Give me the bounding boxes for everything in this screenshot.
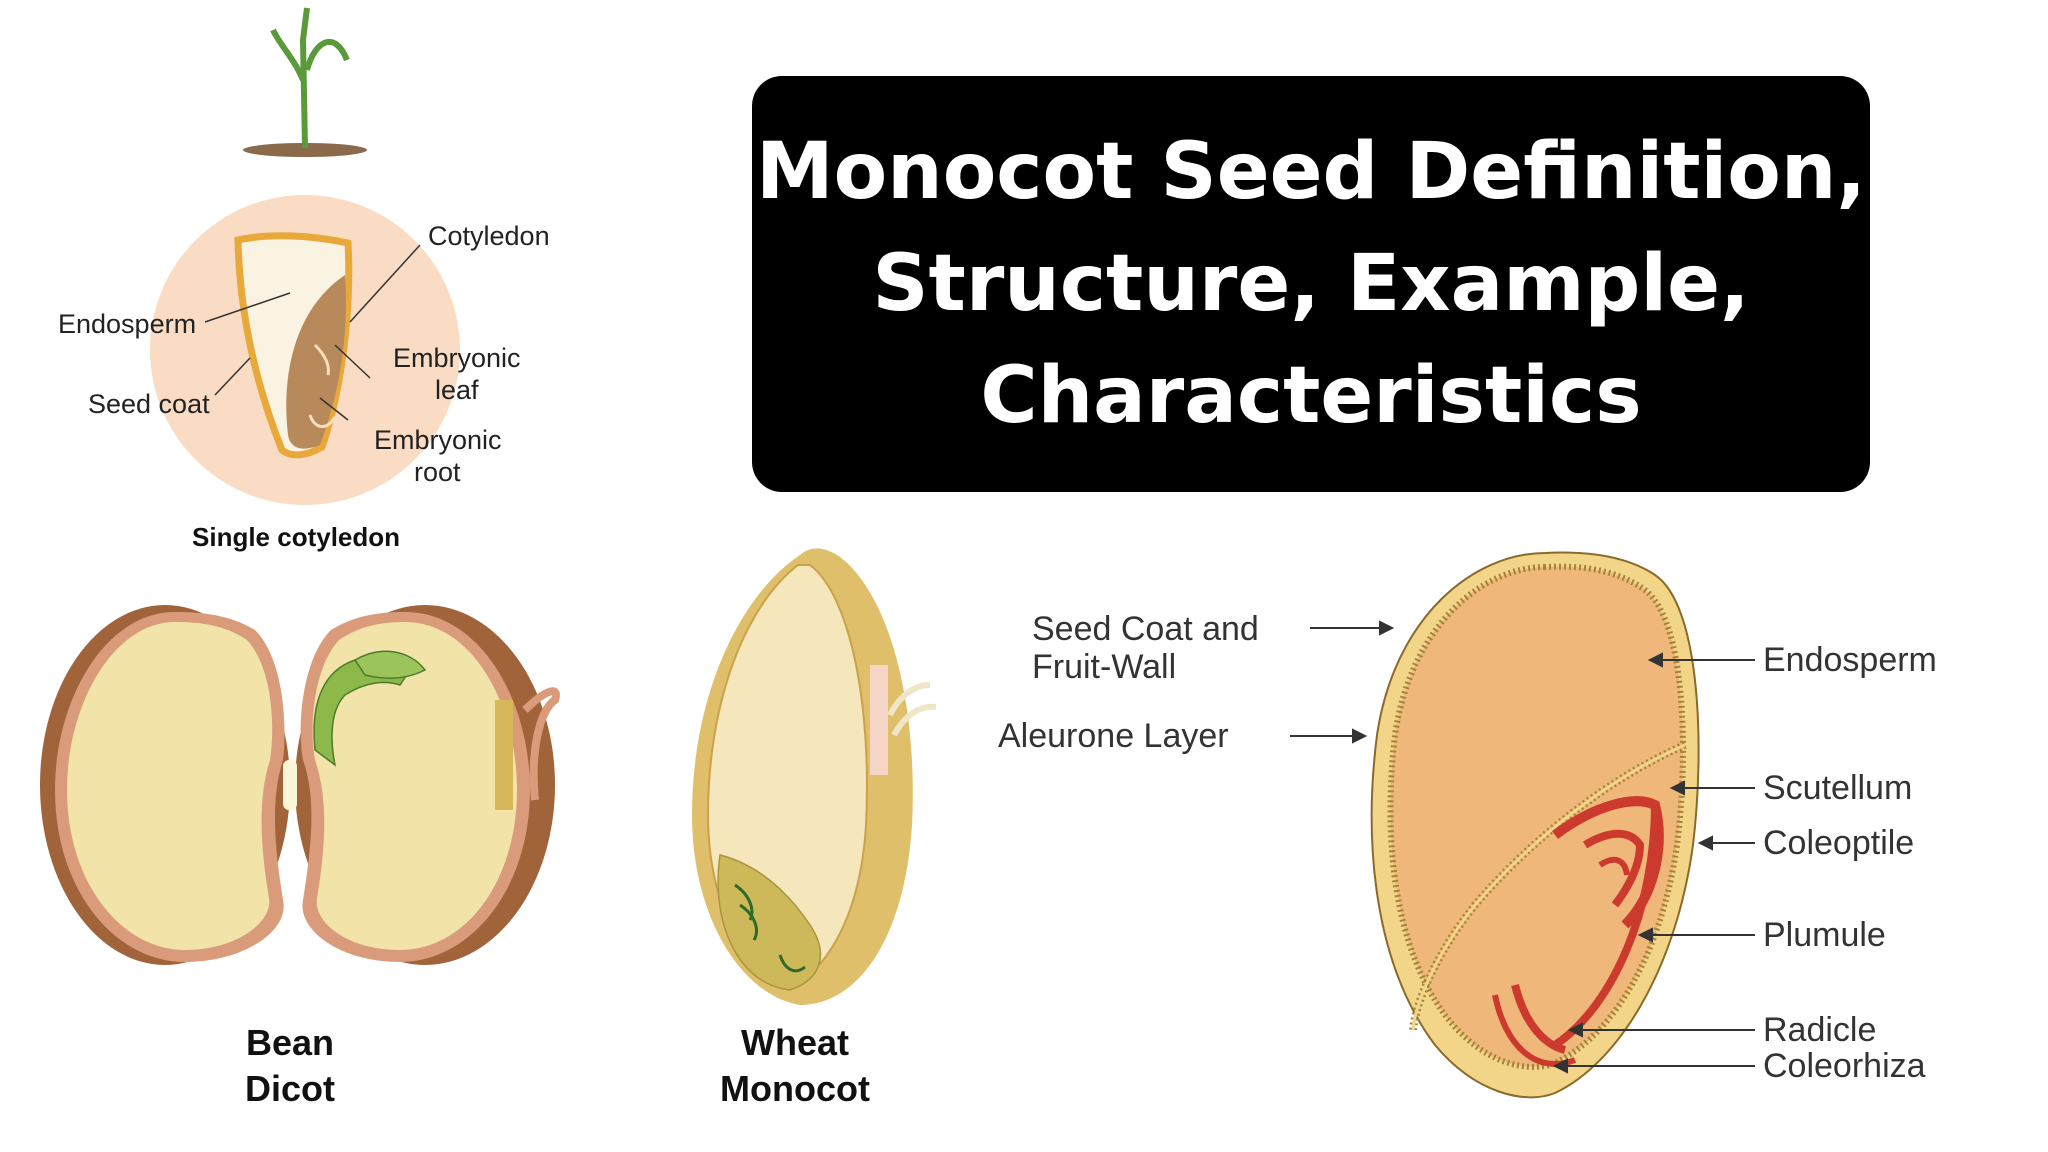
label-endosperm-right: Endosperm [1763,641,1937,679]
title-line-3: Characteristics [980,351,1642,441]
label-seed-coat-fruit-wall-2: Fruit-Wall [1032,648,1177,686]
label-plumule: Plumule [1763,916,1886,954]
label-scutellum: Scutellum [1763,769,1913,807]
title-line-2: Structure, Example, [872,239,1750,329]
leader-lines-single-cotyledon [204,244,421,421]
seedling-plant-icon [243,7,367,157]
label-seed-coat-fruit-wall-1: Seed Coat and [1032,610,1259,648]
label-aleurone-layer: Aleurone Layer [998,717,1229,755]
label-embryonic-leaf-2: leaf [435,375,479,405]
bean-dicot-illustration [40,605,560,965]
caption-monocot: Monocot [720,1068,870,1109]
label-coleoptile: Coleoptile [1763,824,1915,862]
label-embryonic-root-1: Embryonic [374,425,502,455]
wheat-monocot-illustration [692,548,937,1005]
caption-single-cotyledon: Single cotyledon [192,522,401,552]
label-endosperm: Endosperm [58,309,197,339]
title-card: Monocot Seed Definition, Structure, Exam… [752,76,1870,492]
single-cotyledon-seed-illustration [150,195,460,505]
title-line-1: Monocot Seed Definition, [755,127,1867,217]
caption-bean: Bean [245,1022,335,1063]
monocot-seed-structure-illustration [1370,551,1700,1099]
label-embryonic-leaf-1: Embryonic [393,343,521,373]
label-radicle: Radicle [1763,1011,1877,1049]
caption-wheat: Wheat [741,1022,849,1063]
label-seed-coat: Seed coat [88,389,210,419]
label-cotyledon: Cotyledon [428,221,550,251]
label-coleorhiza: Coleorhiza [1763,1047,1926,1085]
label-embryonic-root-2: root [414,457,461,487]
caption-dicot: Dicot [245,1068,335,1109]
